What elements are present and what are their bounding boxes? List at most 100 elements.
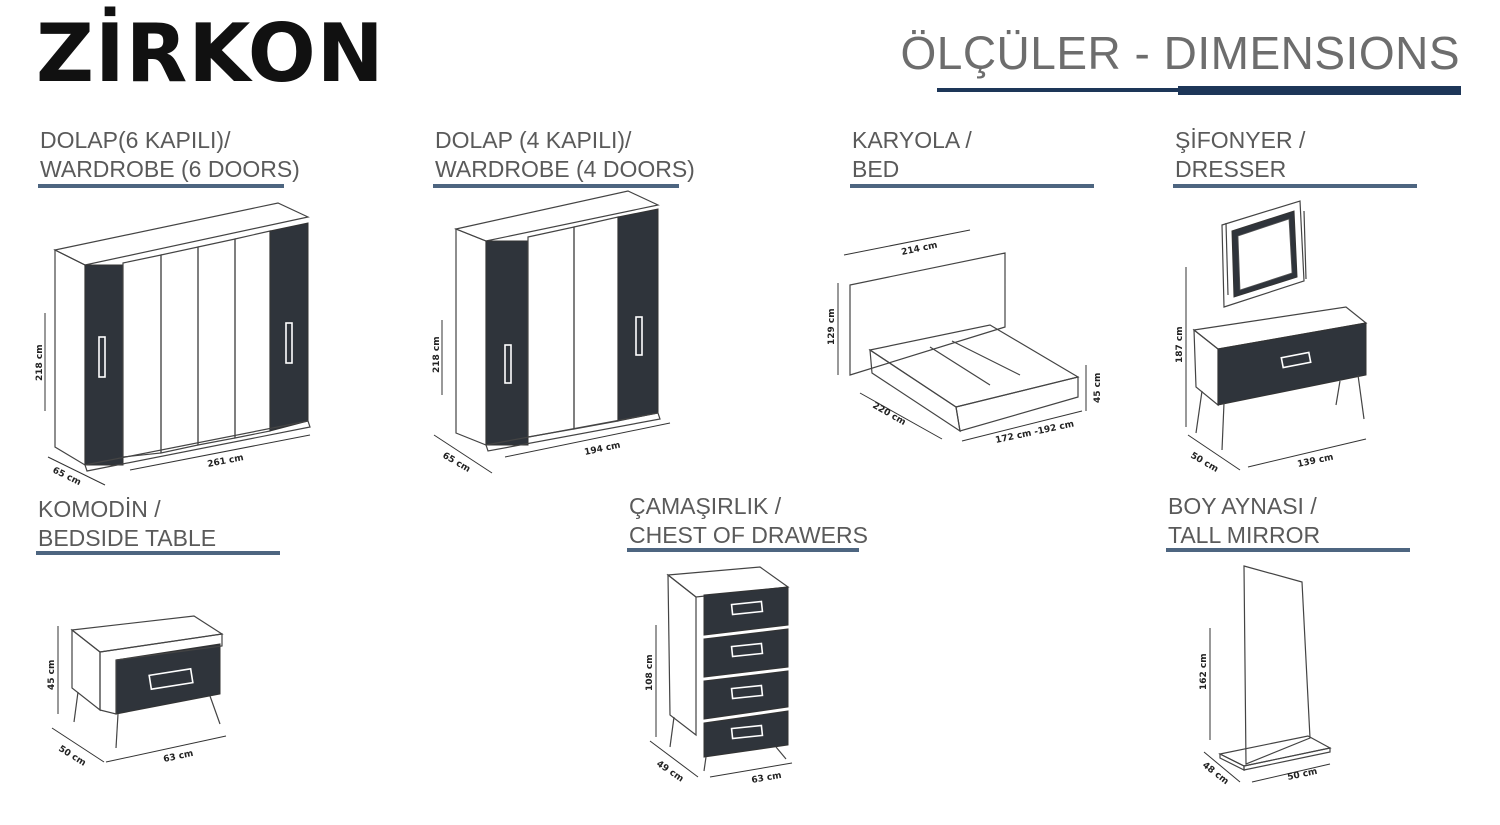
drawer-handle <box>730 724 764 740</box>
dresser-leg <box>1221 402 1225 451</box>
bedside-handle <box>148 667 194 691</box>
wardrobe-door-textured <box>84 264 124 466</box>
width-dimension-line <box>1247 438 1367 468</box>
width-dimension: 194 cm <box>584 441 622 458</box>
depth-dimension: 65 cm <box>51 466 83 488</box>
section-dresser: ŞİFONYER / DRESSER <box>1173 126 1417 188</box>
section-underline <box>1166 548 1410 552</box>
depth-dimension: 48 cm <box>1200 760 1230 787</box>
width-dimension-line <box>504 422 671 458</box>
width-dimension: 63 cm <box>163 749 195 765</box>
depth-dimension: 49 cm <box>654 759 685 784</box>
bedside-leg <box>73 691 79 723</box>
bed-headboard <box>849 252 1006 376</box>
door-handle <box>98 336 106 378</box>
width-dimension-line <box>709 762 793 778</box>
dresser-mirror-glass <box>1237 218 1293 291</box>
page-title: ÖLÇÜLER - DIMENSIONS <box>900 27 1460 79</box>
dresser-leg <box>1357 374 1365 420</box>
width-dimension: 139 cm <box>1297 453 1335 470</box>
section-underline <box>433 184 679 188</box>
dresser-leg <box>1195 390 1203 434</box>
wardrobe-door <box>197 238 236 446</box>
wardrobe-door <box>160 246 199 454</box>
chest-side <box>667 573 697 737</box>
bed-frame-side <box>869 348 961 433</box>
dresser-leg <box>1335 380 1341 406</box>
width-dimension: 63 cm <box>751 771 783 786</box>
height-dimension: 162 cm <box>1199 653 1209 690</box>
width-dimension: 261 cm <box>207 453 245 470</box>
tall-mirror-drawing: 162 cm 48 cm 50 cm <box>1199 565 1332 787</box>
wardrobe-side <box>455 228 487 446</box>
bed-slat <box>929 346 991 386</box>
door-handle <box>635 316 643 356</box>
height-dimension: 108 cm <box>645 654 655 691</box>
dresser-drawer-front <box>1217 322 1367 406</box>
drawer-handle <box>730 642 764 658</box>
section-tall-mirror: BOY AYNASI / TALL MIRROR <box>1166 492 1410 552</box>
section-label-tr: DOLAP(6 KAPILI)/ <box>40 127 231 153</box>
width-dimension: 172 cm -192 cm <box>995 419 1075 445</box>
mirror-bracket <box>1303 210 1307 280</box>
section-label-tr: ÇAMAŞIRLIK / <box>629 493 782 519</box>
length-dimension: 220 cm <box>871 401 908 428</box>
wardrobe-door <box>573 216 619 430</box>
bed-drawing: 214 cm 129 cm 220 cm 172 cm -192 cm 45 c… <box>827 229 1103 446</box>
depth-dimension-line <box>51 727 105 763</box>
depth-dimension-line <box>649 740 699 778</box>
mirror-bracket <box>1225 222 1229 296</box>
title-underline-accent <box>1178 86 1461 95</box>
wardrobe-door <box>122 254 162 458</box>
wardrobe-side <box>54 249 86 467</box>
wardrobe-door <box>527 226 575 438</box>
depth-dimension: 65 cm <box>441 451 472 475</box>
chest-of-drawers-drawing: 108 cm 49 cm 63 cm <box>645 566 793 786</box>
section-bedside-table: KOMODİN / BEDSIDE TABLE <box>36 495 280 555</box>
height-dimension: 187 cm <box>1175 326 1185 363</box>
top-length-dimension-line <box>843 229 971 256</box>
bedside-top <box>70 615 224 653</box>
section-underline <box>38 184 284 188</box>
section-label-en: DRESSER <box>1175 156 1287 182</box>
width-dimension-line <box>1251 763 1331 783</box>
section-bed: KARYOLA / BED <box>850 126 1094 188</box>
depth-dimension-line <box>433 434 493 474</box>
wardrobe-door-textured <box>269 222 309 432</box>
height-dimension: 218 cm <box>35 344 45 381</box>
section-wardrobe-6-doors: DOLAP(6 KAPILI)/ WARDROBE (6 DOORS) <box>38 126 300 188</box>
depth-dimension: 50 cm <box>1189 451 1220 475</box>
section-chest-of-drawers: ÇAMAŞIRLIK / CHEST OF DRAWERS <box>627 492 868 552</box>
chest-drawer <box>703 710 789 758</box>
length-dimension-line <box>859 392 943 440</box>
bedside-side <box>71 628 101 712</box>
depth-dimension-line <box>47 456 106 486</box>
wardrobe-6-doors-drawing: 218 cm 65 cm 261 cm <box>35 202 311 488</box>
bedside-leg <box>209 695 221 725</box>
section-underline <box>627 548 859 552</box>
brand-logo: ZİRKON <box>36 7 385 100</box>
chest-leg <box>703 756 707 772</box>
chest-drawer <box>703 670 789 720</box>
wardrobe-plinth <box>485 412 661 452</box>
section-label-tr: KARYOLA / <box>852 127 972 153</box>
mirror-frame <box>1243 565 1311 765</box>
section-label-tr: BOY AYNASI / <box>1168 493 1317 519</box>
mirror-base-front <box>1243 747 1331 771</box>
bedside-frame <box>99 633 223 715</box>
wardrobe-4-doors-drawing: 218 cm 65 cm 194 cm <box>432 190 671 475</box>
chest-leg <box>775 746 787 760</box>
width-dimension-line <box>129 434 311 471</box>
wardrobe-door <box>234 230 271 439</box>
drawer-handle <box>730 600 764 616</box>
chest-leg <box>669 716 675 748</box>
section-label-en: WARDROBE (6 DOORS) <box>40 156 300 182</box>
drawer-handle <box>730 684 764 700</box>
section-label-tr: DOLAP (4 KAPILI)/ <box>435 127 632 153</box>
section-underline <box>850 184 1094 188</box>
dresser-drawing: 187 cm 50 cm 139 cm <box>1175 200 1368 475</box>
section-label-tr: KOMODİN / <box>38 496 161 522</box>
bed-frame-top <box>868 324 1080 408</box>
bedside-leg <box>115 713 119 749</box>
width-dimension: 50 cm <box>1287 767 1319 783</box>
